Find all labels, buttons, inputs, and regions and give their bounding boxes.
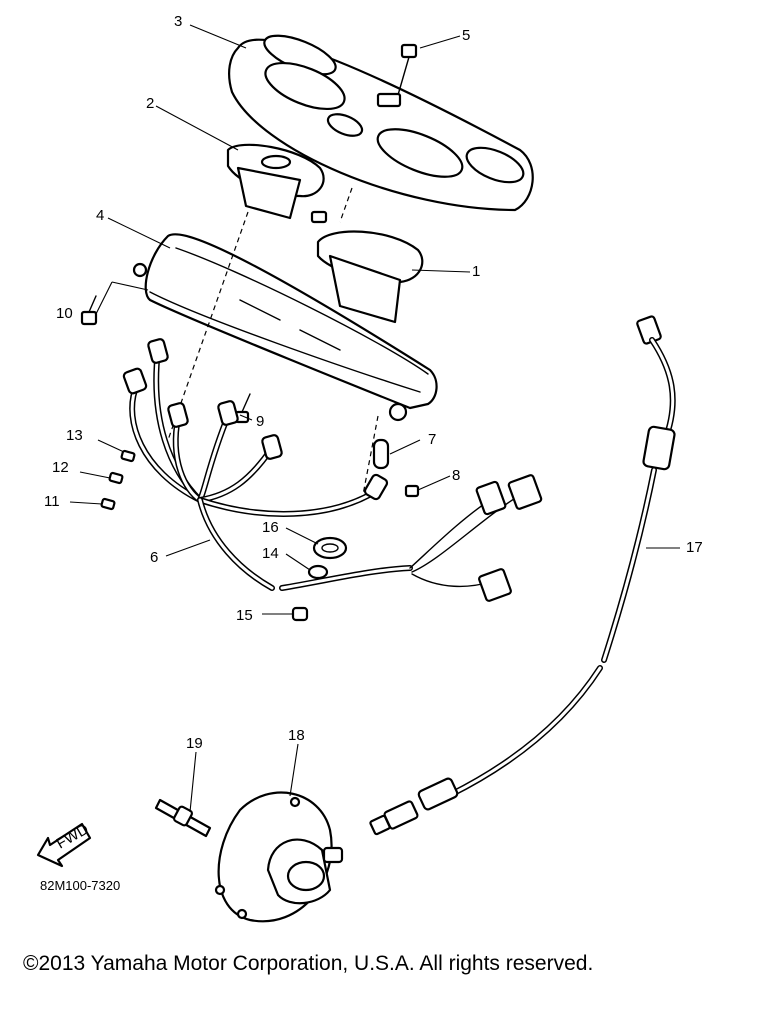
callout-11: 11: [44, 493, 60, 510]
gauge-part-2: [226, 143, 325, 220]
grommet-part-16: [312, 536, 348, 560]
meter-case-part-4: [132, 233, 438, 422]
pin-part-19: [154, 798, 212, 838]
callout-7: 7: [428, 431, 436, 448]
callout-17: 17: [686, 539, 703, 556]
callout-13: 13: [66, 427, 83, 444]
clips-parts-11-12-13: [100, 449, 136, 511]
callout-numbers: 3 5 2 4 1 10 9 13 7 12 8 11 16 14 6 17 1…: [44, 13, 703, 752]
callout-14: 14: [262, 545, 279, 562]
wire-harness-part-6: [122, 338, 389, 591]
callout-15: 15: [236, 607, 253, 624]
nut-part-15: [291, 606, 309, 622]
callout-19: 19: [186, 735, 203, 752]
callout-16: 16: [262, 519, 279, 536]
callout-10: 10: [56, 305, 73, 322]
drawing-code: 82M100-7320: [40, 878, 121, 893]
callout-4: 4: [96, 207, 104, 224]
copyright-notice: ©2013 Yamaha Motor Corporation, U.S.A. A…: [23, 952, 594, 975]
screw-part-8: [404, 484, 420, 498]
alignment-lines: [167, 187, 379, 501]
bulb-part-7: [372, 438, 390, 470]
gear-unit-part-18: [214, 791, 344, 923]
callout-5: 5: [462, 27, 470, 44]
callout-1: 1: [472, 263, 480, 280]
screw-part-5: [376, 43, 418, 108]
meter-cover-part-3: [228, 34, 534, 212]
harness-connectors: [279, 474, 543, 602]
callout-18: 18: [288, 727, 305, 744]
leader-lines: [69, 24, 680, 813]
washer-part-14: [307, 564, 329, 580]
callout-3: 3: [174, 13, 182, 30]
callout-9: 9: [256, 413, 264, 430]
speedometer-cable-part-17: [369, 315, 676, 836]
callout-2: 2: [146, 95, 154, 112]
callout-8: 8: [452, 467, 460, 484]
callout-6: 6: [150, 549, 158, 566]
bolt-part-10: [80, 295, 98, 326]
fwd-arrow-icon: FWD: [36, 821, 92, 868]
callout-12: 12: [52, 459, 69, 476]
meter-assembly-part-1: [310, 210, 424, 324]
